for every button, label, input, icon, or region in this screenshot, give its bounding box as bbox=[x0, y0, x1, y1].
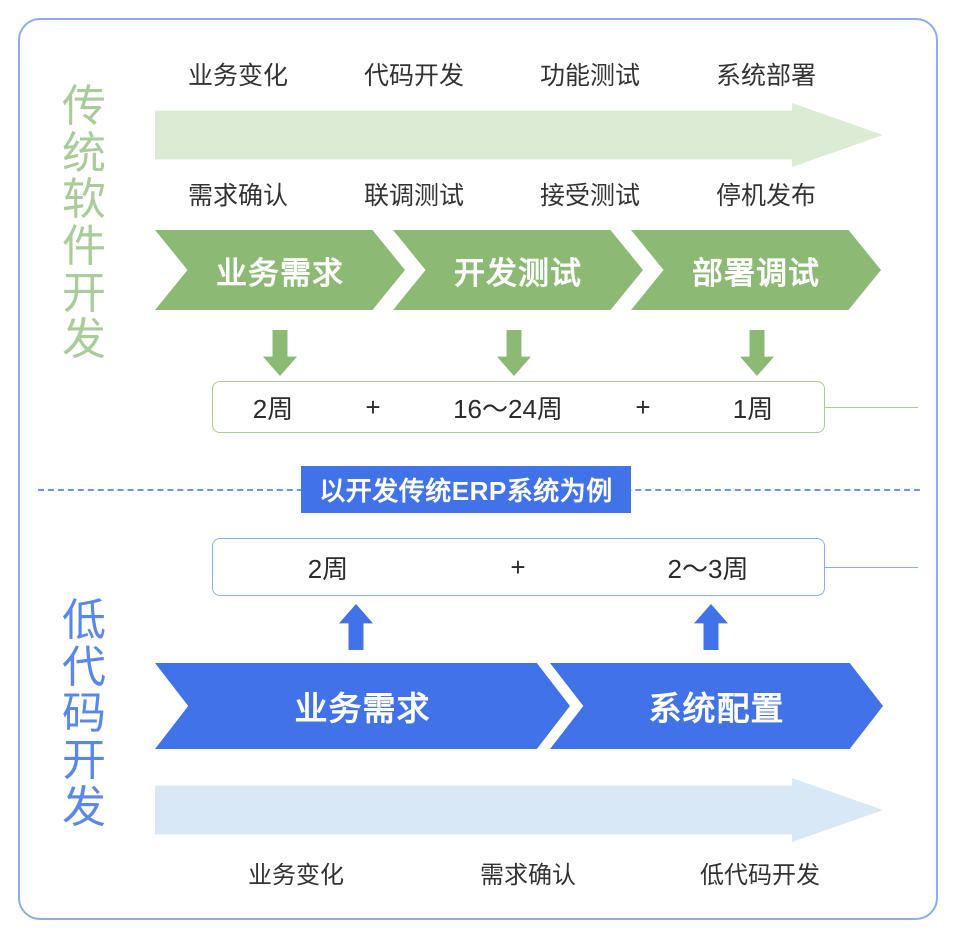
section-label-lowcode: 低代码开发 bbox=[62, 596, 106, 832]
center-badge: 以开发传统ERP系统为例 bbox=[301, 466, 631, 513]
timeline-arrow-traditional bbox=[155, 103, 883, 167]
phase-label: 业务变化 bbox=[187, 62, 288, 90]
duration-value: 16～24周 bbox=[453, 393, 563, 424]
phase-label: 代码开发 bbox=[363, 62, 464, 90]
traditional-top-phase-row: 业务变化 代码开发 功能测试 系统部署 bbox=[150, 56, 890, 92]
phase-label: 业务变化 bbox=[248, 862, 344, 889]
phase-label: 系统部署 bbox=[715, 62, 816, 90]
stage-chevron-lowcode-2[interactable]: 系统配置 bbox=[550, 663, 883, 749]
plus-operator: + bbox=[510, 551, 526, 582]
duration-value: 2周 bbox=[307, 553, 349, 584]
duration-value: 2周 bbox=[252, 393, 294, 424]
stage-chevron-traditional-2[interactable]: 开发测试 bbox=[393, 230, 643, 310]
lowcode-bottom-phase-row: 业务变化 需求确认 低代码开发 bbox=[180, 855, 880, 890]
stage-chevron-label: 业务需求 bbox=[216, 255, 344, 291]
phase-label: 需求确认 bbox=[480, 862, 576, 889]
timeline-arrow-lowcode bbox=[155, 778, 883, 842]
phase-label: 需求确认 bbox=[187, 182, 288, 210]
duration-value: 1周 bbox=[732, 393, 774, 424]
stage-chevron-lowcode-1[interactable]: 业务需求 bbox=[155, 663, 570, 749]
phase-label: 停机发布 bbox=[715, 182, 816, 210]
stage-chevron-label: 系统配置 bbox=[648, 690, 785, 727]
stage-chevron-label: 开发测试 bbox=[454, 255, 582, 291]
phase-label: 联调测试 bbox=[363, 182, 464, 210]
plus-operator: + bbox=[635, 391, 651, 422]
phase-label: 低代码开发 bbox=[700, 862, 820, 889]
duration-box-lowcode: 2周 + 2～3周 bbox=[212, 538, 825, 596]
phase-label: 功能测试 bbox=[539, 62, 640, 90]
connector-line-traditional bbox=[825, 407, 918, 408]
traditional-second-phase-row: 需求确认 联调测试 接受测试 停机发布 bbox=[150, 176, 890, 212]
connector-line-lowcode bbox=[825, 567, 918, 568]
plus-operator: + bbox=[365, 391, 381, 422]
stage-chevron-label: 业务需求 bbox=[294, 690, 431, 727]
phase-label: 接受测试 bbox=[539, 182, 640, 210]
duration-value: 2～3周 bbox=[667, 553, 749, 584]
duration-box-traditional: 2周 + 16～24周 + 1周 bbox=[212, 381, 825, 433]
stage-chevron-traditional-1[interactable]: 业务需求 bbox=[155, 230, 405, 310]
stage-chevron-label: 部署调试 bbox=[692, 255, 820, 291]
section-label-traditional: 传统软件开发 bbox=[62, 82, 106, 365]
stage-chevron-traditional-3[interactable]: 部署调试 bbox=[631, 230, 881, 310]
